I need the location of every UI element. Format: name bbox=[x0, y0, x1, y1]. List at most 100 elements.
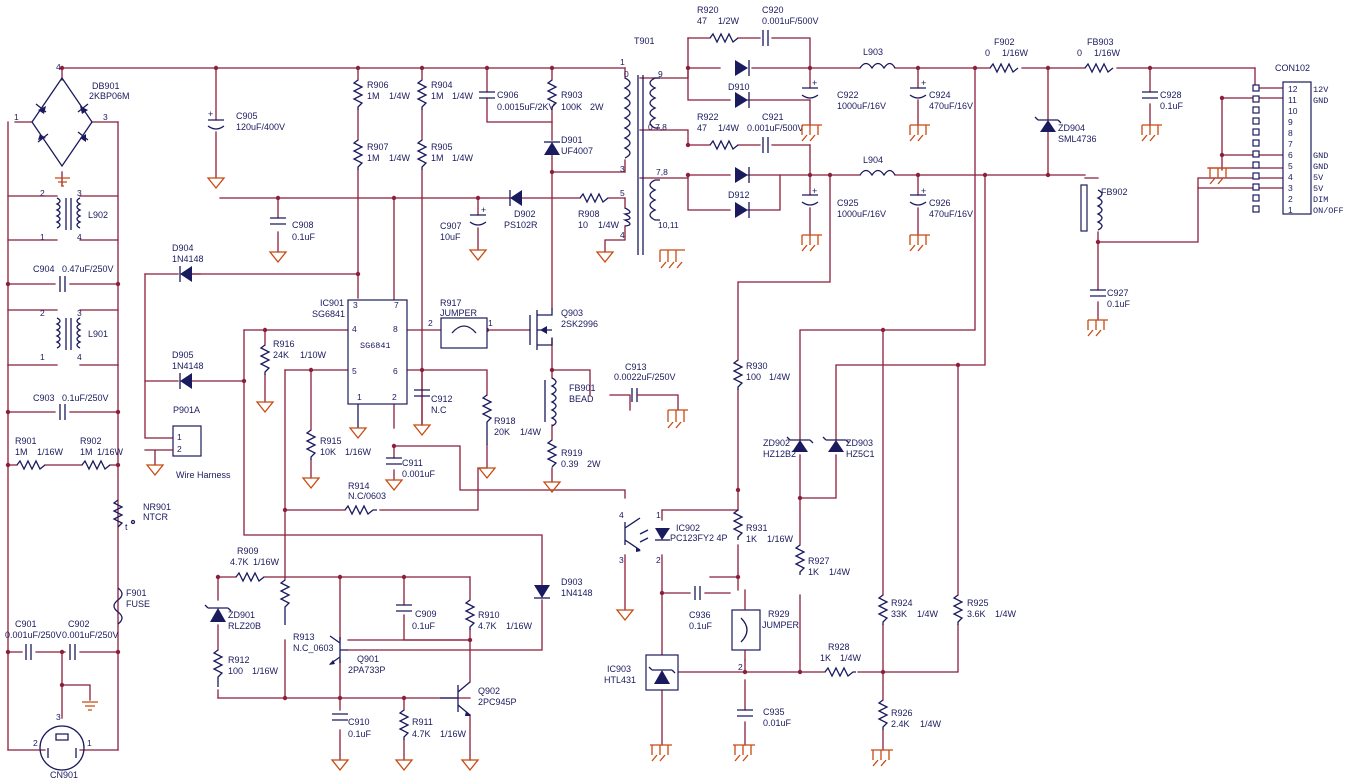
resistor-r902: R902 1M 1/16W bbox=[80, 436, 124, 471]
c909-value: 0.1uF bbox=[412, 621, 436, 631]
diode-d912a bbox=[735, 167, 750, 183]
c903-ref: C903 bbox=[33, 393, 55, 403]
shunt-regulator-ic903: IC903 HTL431 bbox=[604, 654, 679, 762]
con102-pin-pad bbox=[1252, 84, 1260, 92]
resistor-r905: R905 1M 1/4W bbox=[416, 139, 474, 170]
diode-d903: D903 1N4148 bbox=[534, 577, 593, 599]
t901-pin-3: 3 bbox=[620, 164, 625, 174]
r902-value: 1M bbox=[80, 447, 93, 457]
r920-ref: R920 bbox=[697, 5, 719, 15]
c909-ref: C909 bbox=[415, 609, 437, 619]
controller-ic901: IC901 SG6841 SG6841 3 7 4 8 5 6 1 2 bbox=[312, 298, 408, 440]
l901-label: L901 bbox=[88, 329, 108, 339]
r908-ref: R908 bbox=[578, 209, 600, 219]
c924-plus: + bbox=[921, 78, 926, 88]
r912-value: 100 bbox=[228, 666, 243, 676]
con102-pin-number: 6 bbox=[1288, 150, 1293, 160]
t901-pin-78: 7,8 bbox=[656, 167, 668, 177]
r907-power: 1/4W bbox=[389, 153, 411, 163]
capacitor-c910: C910 0.1uF bbox=[330, 713, 372, 772]
con102-pin-label: GND bbox=[1313, 96, 1328, 106]
c921-value: 0.001uF/500V bbox=[747, 123, 804, 133]
r927-ref: R927 bbox=[808, 556, 830, 566]
d903-value: 1N4148 bbox=[561, 588, 593, 598]
con102-pin-pad bbox=[1252, 95, 1260, 103]
diode-d905: D905 1N4148 bbox=[172, 350, 204, 389]
capacitor-c927: C927 0.1uF bbox=[1087, 288, 1131, 337]
ic902-value: PC123FY2 4P bbox=[670, 533, 728, 543]
electrolytic-capacitor-c905: + C905 120uF/400V bbox=[206, 109, 285, 190]
cn901-label: CN901 bbox=[50, 770, 78, 780]
c908-ref: C908 bbox=[292, 220, 314, 230]
c927-value: 0.1uF bbox=[1107, 299, 1131, 309]
ferrite-bead-fb901: FB901 BEAD bbox=[544, 377, 596, 427]
ground-symbol-connector bbox=[1208, 167, 1230, 185]
r911-ref: R911 bbox=[412, 717, 433, 727]
capacitor-c936: C936 0.1uF bbox=[689, 586, 713, 631]
resistor-r930: R930 100 1/4W bbox=[732, 359, 791, 390]
con102-pin-pad bbox=[1252, 139, 1260, 147]
d901-ref: D901 bbox=[561, 135, 583, 145]
c913-ref: C913 bbox=[625, 362, 647, 372]
resistor-r903: R903 100K 2W bbox=[546, 79, 604, 112]
c935-ref: C935 bbox=[763, 707, 785, 717]
r905-power: 1/4W bbox=[452, 153, 474, 163]
r924-power: 1/4W bbox=[917, 609, 939, 619]
zd902-value: HZ12B2 bbox=[763, 449, 796, 459]
r929-ref: R929 bbox=[768, 609, 790, 619]
nr901-value: NTCR bbox=[143, 512, 168, 522]
c907-plus: + bbox=[481, 205, 486, 215]
c925-ref: C925 bbox=[837, 198, 859, 208]
con102-pin-pad bbox=[1252, 150, 1260, 158]
con102-pin-number: 3 bbox=[1288, 183, 1293, 193]
r907-ref: R907 bbox=[367, 142, 389, 152]
r901-power: 1/16W bbox=[37, 447, 64, 457]
l902-pin-3: 3 bbox=[77, 188, 82, 198]
jumper-r917: R917 JUMPER 2 1 bbox=[428, 298, 493, 349]
t901-pin-0-78: 0 7,8 bbox=[648, 122, 667, 132]
r930-ref: R930 bbox=[746, 361, 768, 371]
resistor-r918: R918 20K 1/4W bbox=[481, 394, 542, 445]
r913-ref: R913 bbox=[293, 632, 315, 642]
ic901-pin-6: 6 bbox=[393, 366, 398, 376]
resistor-r927: R927 1K 1/4W bbox=[794, 544, 851, 577]
fb901-ref: FB901 bbox=[569, 383, 596, 393]
electrolytic-capacitor-c922: + C922 1000uF/16V bbox=[801, 78, 886, 142]
fb903-ref: FB903 bbox=[1087, 37, 1114, 47]
r902-ref: R902 bbox=[80, 436, 102, 446]
r916-value: 24K bbox=[273, 350, 289, 360]
con102-pin-number: 4 bbox=[1288, 172, 1293, 182]
c906-value: 0.0015uF/2KV bbox=[497, 102, 555, 112]
r918-power: 1/4W bbox=[520, 427, 542, 437]
c935-value: 0.01uF bbox=[763, 718, 792, 728]
c904-ref: C904 bbox=[33, 264, 55, 274]
con102-pin-label: 12V bbox=[1313, 85, 1329, 95]
r905-value: 1M bbox=[431, 153, 444, 163]
l901-pin-2: 2 bbox=[40, 308, 45, 318]
r917-ref: R917 bbox=[440, 298, 462, 308]
q902-ref: Q902 bbox=[478, 686, 500, 696]
r906-value: 1M bbox=[367, 91, 380, 101]
c910-value: 0.1uF bbox=[348, 729, 372, 739]
l902-pin-1: 1 bbox=[40, 232, 45, 242]
r926-power: 1/4W bbox=[920, 719, 942, 729]
r931-ref: R931 bbox=[746, 523, 768, 533]
c926-ref: C926 bbox=[929, 198, 951, 208]
ground-symbol-r918 bbox=[477, 467, 497, 480]
fb903-power: 1/16W bbox=[1094, 48, 1121, 58]
l902-label: L902 bbox=[88, 210, 108, 220]
capacitor-c935: C935 0.01uF bbox=[733, 707, 792, 762]
l902-pin-2: 2 bbox=[40, 188, 45, 198]
r912-power: 1/16W bbox=[252, 666, 279, 676]
zd901-ref: ZD901 bbox=[228, 610, 255, 620]
c926-value: 470uF/16V bbox=[929, 209, 973, 219]
junction-dots bbox=[5, 65, 1225, 701]
transformer-t901: T901 1 0 3 5 4 9 0 7,8 7,8 10,11 bbox=[620, 36, 679, 255]
con102-pin-number: 11 bbox=[1288, 95, 1297, 105]
fb902-label: FB902 bbox=[1101, 187, 1128, 197]
ic901-pin-8: 8 bbox=[393, 324, 398, 334]
zd903-value: HZ5C1 bbox=[846, 449, 875, 459]
fb901-value: BEAD bbox=[569, 394, 594, 404]
con102-pin-label: GND bbox=[1313, 162, 1328, 172]
